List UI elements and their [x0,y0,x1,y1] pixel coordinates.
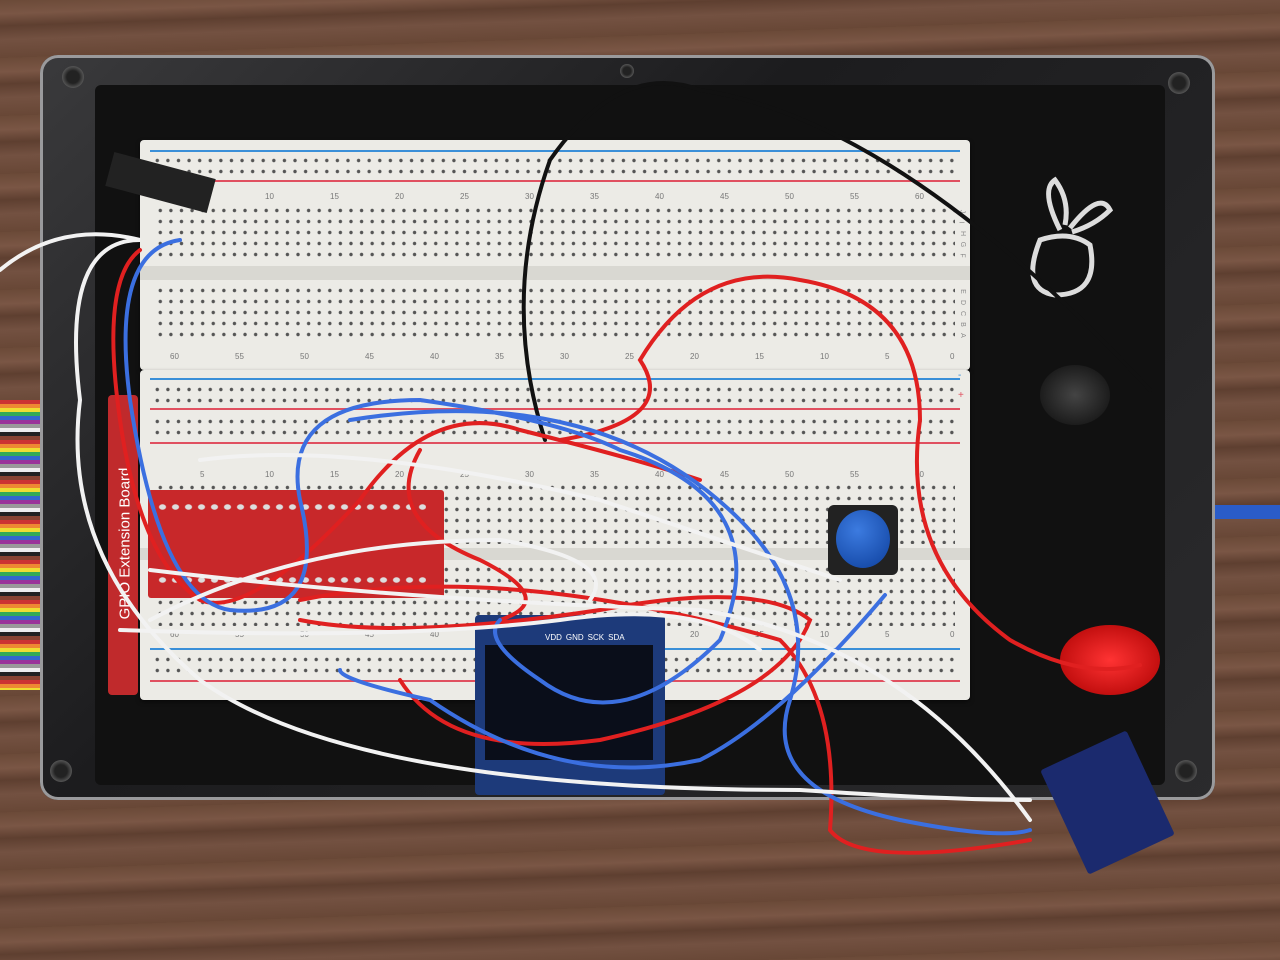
black-binding-post [1040,365,1110,425]
column-number: 35 [590,470,599,479]
column-number: 40 [655,192,664,201]
column-number: 30 [560,352,569,361]
white-wire [148,537,598,622]
column-number: 5 [885,630,890,639]
screw-icon [50,760,72,782]
column-number: 50 [300,352,309,361]
red-wire [298,595,813,746]
white-wire [148,568,1032,822]
button-cap [836,510,890,568]
column-number: 50 [785,192,794,201]
oled-pin-sck: SCK [587,633,605,642]
oled-pin-sda: SDA [608,633,625,642]
column-number: 10 [265,470,274,479]
column-number: 60 [170,352,179,361]
push-button[interactable] [828,505,898,575]
column-number: 10 [820,630,829,639]
column-number: 0 [950,352,955,361]
screw-icon [62,66,84,88]
black-wire [521,81,1152,442]
red-wire [111,248,702,605]
column-number: 25 [625,352,634,361]
column-number: 40 [430,352,439,361]
column-number: 35 [590,192,599,201]
blue-wire [348,409,1032,836]
column-number: 60 [915,192,924,201]
screw-icon [1175,760,1197,782]
column-number: 0 [950,630,955,639]
white-wire [118,612,762,652]
rail-minus-label: - [958,370,962,381]
column-number: 55 [235,352,244,361]
red-wire [298,584,1032,855]
column-number: 45 [365,352,374,361]
column-number: 30 [525,470,534,479]
usb-cable [1215,505,1280,519]
column-number: 10 [265,192,274,201]
column-number: 45 [720,470,729,479]
screw-icon [620,64,634,78]
column-number: 60 [915,470,924,479]
blue-wire [338,593,887,770]
rail-plus-label: + [958,390,964,401]
column-number: 5 [885,352,890,361]
column-number: 20 [690,630,699,639]
column-number: 25 [460,192,469,201]
column-number: 55 [850,470,859,479]
oled-pin-vdd: VDD [545,633,562,642]
column-number: 20 [690,352,699,361]
white-wire [0,232,1032,802]
column-number: 40 [655,470,664,479]
column-number: 50 [785,470,794,479]
column-number: 30 [525,192,534,201]
column-number: 15 [330,192,339,201]
column-number: 40 [430,630,439,639]
column-number: 20 [395,192,404,201]
screw-icon [1168,72,1190,94]
blue-wire [123,238,739,705]
column-number: 35 [495,352,504,361]
white-wire [198,453,842,582]
column-number: 15 [330,470,339,479]
gpio-extension-board [148,490,444,598]
column-number: 45 [720,192,729,201]
column-number: 20 [395,470,404,479]
raspberry-logo-icon [1030,176,1114,298]
column-number: 15 [755,352,764,361]
oled-pin-gnd: GND [565,633,584,642]
column-number: 25 [460,470,469,479]
column-number: 10 [820,352,829,361]
red-wire [558,274,1142,672]
column-number: 60 [170,630,179,639]
column-number: 5 [200,470,205,479]
breadboard-top: 5 10 15 20 25 30 35 40 45 50 55 60 60 55 50 45 40 35 30 25… [140,140,970,370]
column-number: 55 [850,192,859,201]
red-wire [406,448,528,622]
red-binding-post [1060,625,1160,695]
